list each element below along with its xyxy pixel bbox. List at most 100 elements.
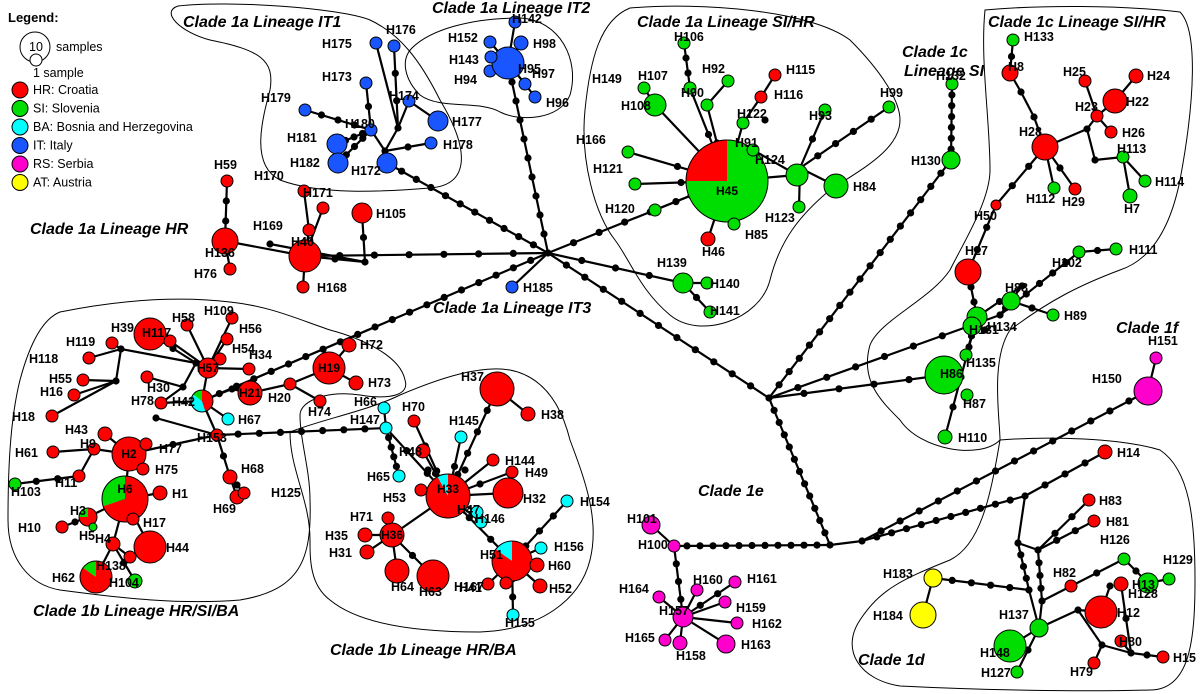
legend-swatch-si: [11, 100, 29, 117]
mutation-step-dot: [361, 425, 369, 433]
haplotype-h45-node: [685, 139, 769, 223]
haplotype-h62-label: H62: [52, 571, 75, 585]
mutation-step-dot: [962, 508, 970, 516]
haplotype-h138-node: [123, 550, 137, 564]
edge-b-h86: [768, 373, 945, 400]
haplotype-h70-node: [407, 414, 421, 428]
haplotype-h167-node: [499, 576, 513, 590]
haplotype-h30-node: [140, 370, 154, 384]
haplotype-h137-node: [1029, 618, 1049, 638]
haplotype-h73-node: [348, 375, 364, 391]
mutation-step-dot: [948, 576, 956, 585]
mutation-step-dot: [709, 542, 717, 550]
haplotype-h145-node: [454, 430, 468, 444]
mutation-step-dot: [509, 264, 517, 272]
median-vector-dot: [1025, 586, 1033, 594]
mutation-step-dot: [785, 368, 793, 376]
mutation-step-dot: [849, 127, 858, 135]
haplotype-h27-node: [954, 258, 982, 286]
haplotype-h184-node: [909, 601, 937, 629]
haplotype-h139-node: [672, 272, 694, 294]
haplotype-h170-node: [297, 184, 311, 198]
mutation-step-dot: [1041, 481, 1049, 489]
mutation-step-dot: [684, 69, 692, 77]
haplotype-h107-label: H107: [638, 69, 668, 83]
haplotype-h8-node: [1001, 64, 1019, 82]
haplotype-h72-label: H72: [360, 338, 383, 352]
haplotype-h1-label: H1: [172, 487, 188, 501]
mutation-step-dot: [1081, 459, 1089, 467]
mutation-step-dot: [808, 135, 817, 143]
haplotype-h55-label: H55: [49, 372, 72, 386]
mutation-step-dot: [674, 577, 683, 586]
mutation-step-dot: [995, 297, 1004, 306]
haplotype-h168-label: H168: [317, 281, 347, 295]
mutation-step-dot: [866, 262, 874, 270]
haplotype-h19-node: [312, 351, 346, 385]
haplotype-h3-outline: [78, 507, 98, 527]
mutation-step-dot: [967, 579, 976, 587]
haplotype-h181-label: H181: [287, 131, 317, 145]
mutation-step-dot: [578, 256, 586, 265]
mutation-step-dot: [1006, 584, 1014, 592]
mutation-step-dot: [774, 541, 782, 549]
haplotype-h177-label: H177: [452, 115, 482, 129]
haplotype-h177-node: [427, 110, 449, 132]
haplotype-h15-node: [1156, 650, 1170, 664]
haplotype-h122-label: H122: [737, 107, 767, 121]
mutation-step-dot: [947, 134, 955, 142]
edge-j-h183: [932, 576, 1030, 592]
haplotype-h100-node: [667, 539, 681, 553]
mutation-step-dot: [880, 352, 889, 361]
haplotype-h62-slice-hr: [80, 561, 113, 593]
haplotype-h12-label: H12: [1117, 606, 1140, 620]
haplotype-h50-label: H50: [974, 209, 997, 223]
haplotype-h174-node: [402, 94, 416, 108]
haplotype-h77-node: [139, 437, 153, 451]
haplotype-h64-node: [384, 558, 410, 584]
haplotype-h2-node: [111, 436, 147, 472]
haplotype-h6-slice-hr: [103, 476, 149, 522]
median-vector-dot: [996, 311, 1004, 319]
mutation-step-dot: [549, 512, 557, 520]
legend-title: Legend:: [8, 10, 59, 25]
mutation-step-dot: [948, 91, 956, 99]
edge-e-f: [1016, 495, 1027, 544]
median-vector-dot: [1106, 582, 1114, 590]
haplotype-h61-node: [46, 445, 60, 459]
mutation-step-dot: [509, 593, 517, 601]
haplotype-h122-node: [736, 116, 750, 130]
haplotype-h173-node: [359, 76, 373, 90]
mutation-step-dot: [987, 581, 995, 589]
haplotype-h173-label: H173: [322, 70, 352, 84]
haplotype-h9-label: H9: [80, 437, 96, 451]
clade-label-1c: Clade 1c: [902, 44, 968, 61]
mutation-step-dot: [761, 541, 769, 550]
legend: Legend: 10 samples 1 sample HR: CroatiaS…: [8, 10, 193, 191]
haplotype-h33-label: H33: [437, 482, 459, 496]
mutation-step-dot: [319, 427, 327, 435]
mutation-step-dot: [267, 367, 275, 375]
mutation-step-dot: [529, 241, 538, 249]
legend-size-circle-small: [29, 53, 43, 67]
haplotype-h169-label: H169: [253, 219, 283, 233]
haplotype-h89-label: H89: [1064, 309, 1087, 323]
median-vector-dot: [1098, 641, 1106, 649]
edge-n5-n4: [182, 362, 197, 388]
mutation-step-dot: [835, 385, 843, 393]
haplotype-h146-label: H146: [475, 512, 505, 526]
mutation-step-dot: [806, 492, 814, 500]
haplotype-h104-label: H104: [109, 576, 139, 590]
mutation-step-dot: [800, 541, 808, 549]
haplotype-h32-label: H32: [523, 492, 546, 506]
haplotype-h108-label: H108: [621, 99, 651, 113]
edge-n2-h176: [392, 45, 400, 129]
mutation-step-dot: [364, 102, 373, 111]
haplotype-h71-label: H71: [350, 510, 373, 524]
mutation-step-dot: [970, 298, 978, 306]
haplotype-h126-label: H126: [1100, 533, 1130, 547]
haplotype-h51-slice-hr: [491, 541, 532, 581]
haplotype-h6-slice-si: [102, 476, 125, 507]
haplotype-h14-node: [1097, 444, 1113, 460]
